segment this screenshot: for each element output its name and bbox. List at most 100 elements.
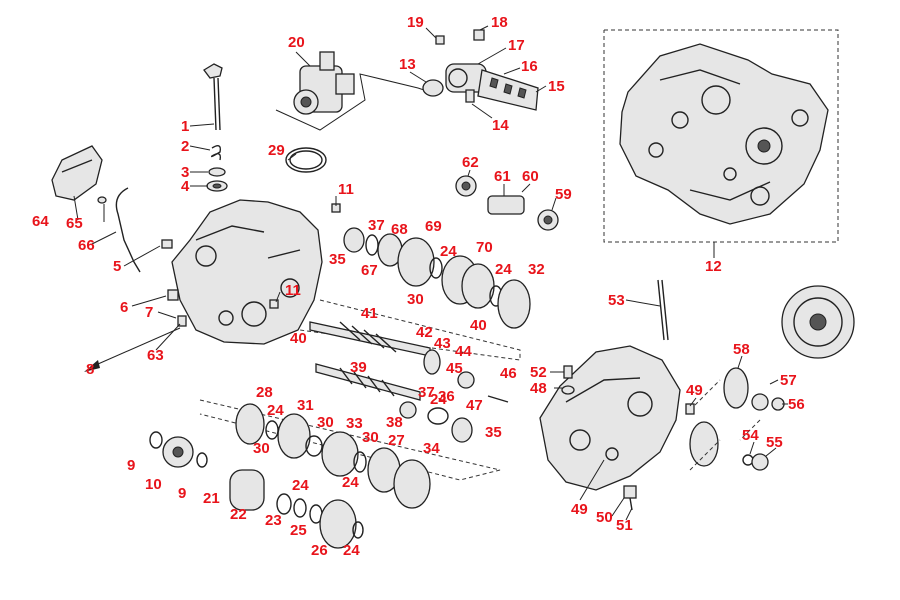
callout: 30 xyxy=(407,291,424,308)
callout: 36 xyxy=(438,388,455,405)
arrow-head-icon xyxy=(84,360,100,372)
callout: 61 xyxy=(494,168,511,185)
callout: 66 xyxy=(78,237,95,254)
callout: 49 xyxy=(571,501,588,518)
sprocket-group xyxy=(149,431,208,468)
callout: 30 xyxy=(362,429,379,446)
callout: 24 xyxy=(267,402,284,419)
callout: 7 xyxy=(145,304,153,321)
callout: 18 xyxy=(491,14,508,31)
callout: 50 xyxy=(596,509,613,526)
callout: 40 xyxy=(290,330,307,347)
callout: 59 xyxy=(555,186,572,203)
callout: 11 xyxy=(285,282,301,299)
clutch-assembly xyxy=(657,279,855,471)
callout: 46 xyxy=(500,365,517,382)
carburettor xyxy=(275,51,431,131)
callout: 24 xyxy=(430,391,447,408)
callout-labels: 1 2 3 4 5 6 7 8 9 10 9 11 11 12 13 14 15… xyxy=(32,14,805,559)
misc-fasteners xyxy=(97,196,695,511)
callout: 9 xyxy=(178,485,186,502)
callout: 34 xyxy=(423,440,440,457)
callout: 37 xyxy=(418,384,435,401)
leader-lines xyxy=(73,25,788,521)
callout: 24 xyxy=(440,243,457,260)
callout: 67 xyxy=(361,262,378,279)
callout: 55 xyxy=(766,434,783,451)
callout: 16 xyxy=(521,58,538,75)
callout: 27 xyxy=(388,432,405,449)
main-shaft xyxy=(309,321,475,389)
callout: 25 xyxy=(290,522,307,539)
callout: 35 xyxy=(329,251,346,268)
bottom-gear-group xyxy=(229,469,364,549)
callout: 24 xyxy=(292,477,309,494)
callout: 26 xyxy=(311,542,328,559)
callout: 31 xyxy=(297,397,314,414)
callout: 29 xyxy=(268,142,285,159)
bearing-shaft-group xyxy=(455,175,559,231)
callout: 47 xyxy=(466,397,483,414)
callout: 57 xyxy=(780,372,797,389)
callout: 24 xyxy=(343,542,360,559)
callout: 19 xyxy=(407,14,424,31)
callout: 17 xyxy=(508,37,525,54)
callout: 12 xyxy=(705,258,722,275)
callout: 40 xyxy=(470,317,487,334)
callout: 24 xyxy=(342,474,359,491)
callout: 44 xyxy=(455,343,472,360)
callout: 52 xyxy=(530,364,547,381)
callout: 4 xyxy=(181,178,190,195)
callout: 48 xyxy=(530,380,547,397)
callout: 28 xyxy=(256,384,273,401)
callout: 58 xyxy=(733,341,750,358)
callout: 42 xyxy=(416,324,433,341)
callout: 41 xyxy=(361,305,378,322)
callout: 6 xyxy=(120,299,128,316)
callout: 14 xyxy=(492,117,509,134)
callout: 63 xyxy=(147,347,164,364)
crankcase-assembly xyxy=(603,29,839,243)
callout: 30 xyxy=(253,440,270,457)
callout: 38 xyxy=(386,414,403,431)
callout: 64 xyxy=(32,213,49,230)
callout: 1 xyxy=(181,118,189,135)
callout: 51 xyxy=(616,517,633,534)
callout: 56 xyxy=(788,396,805,413)
callout: 23 xyxy=(265,512,282,529)
callout: 20 xyxy=(288,34,305,51)
callout: 3 xyxy=(181,164,189,181)
callout: 8 xyxy=(86,361,94,378)
sprocket-cover xyxy=(51,145,103,201)
right-crankcase-half xyxy=(539,345,681,491)
callout: 69 xyxy=(425,218,442,235)
callout: 2 xyxy=(181,138,189,155)
callout: 54 xyxy=(742,427,759,444)
callout: 30 xyxy=(317,414,334,431)
callout: 21 xyxy=(203,490,220,507)
left-crankcase-half xyxy=(171,199,323,345)
counter-shaft xyxy=(315,363,473,443)
callout: 60 xyxy=(522,168,539,185)
callout: 10 xyxy=(145,476,162,493)
hose-clamp-inner xyxy=(289,150,323,170)
callout: 65 xyxy=(66,215,83,232)
callout: 24 xyxy=(495,261,512,278)
throttle-parts xyxy=(203,63,228,192)
callout: 39 xyxy=(350,359,367,376)
callout: 33 xyxy=(346,415,363,432)
cable xyxy=(115,187,141,273)
callout: 15 xyxy=(548,78,565,95)
callout: 37 xyxy=(368,217,385,234)
callout: 45 xyxy=(446,360,463,377)
callout: 49 xyxy=(686,382,703,399)
callout: 9 xyxy=(127,457,135,474)
callout: 43 xyxy=(434,335,451,352)
callout: 32 xyxy=(528,261,545,278)
lower-gear-cluster xyxy=(235,403,431,509)
callout: 5 xyxy=(113,258,121,275)
callout: 62 xyxy=(462,154,479,171)
sprocket-cover-rib xyxy=(61,159,93,173)
intake-manifold xyxy=(422,29,539,111)
